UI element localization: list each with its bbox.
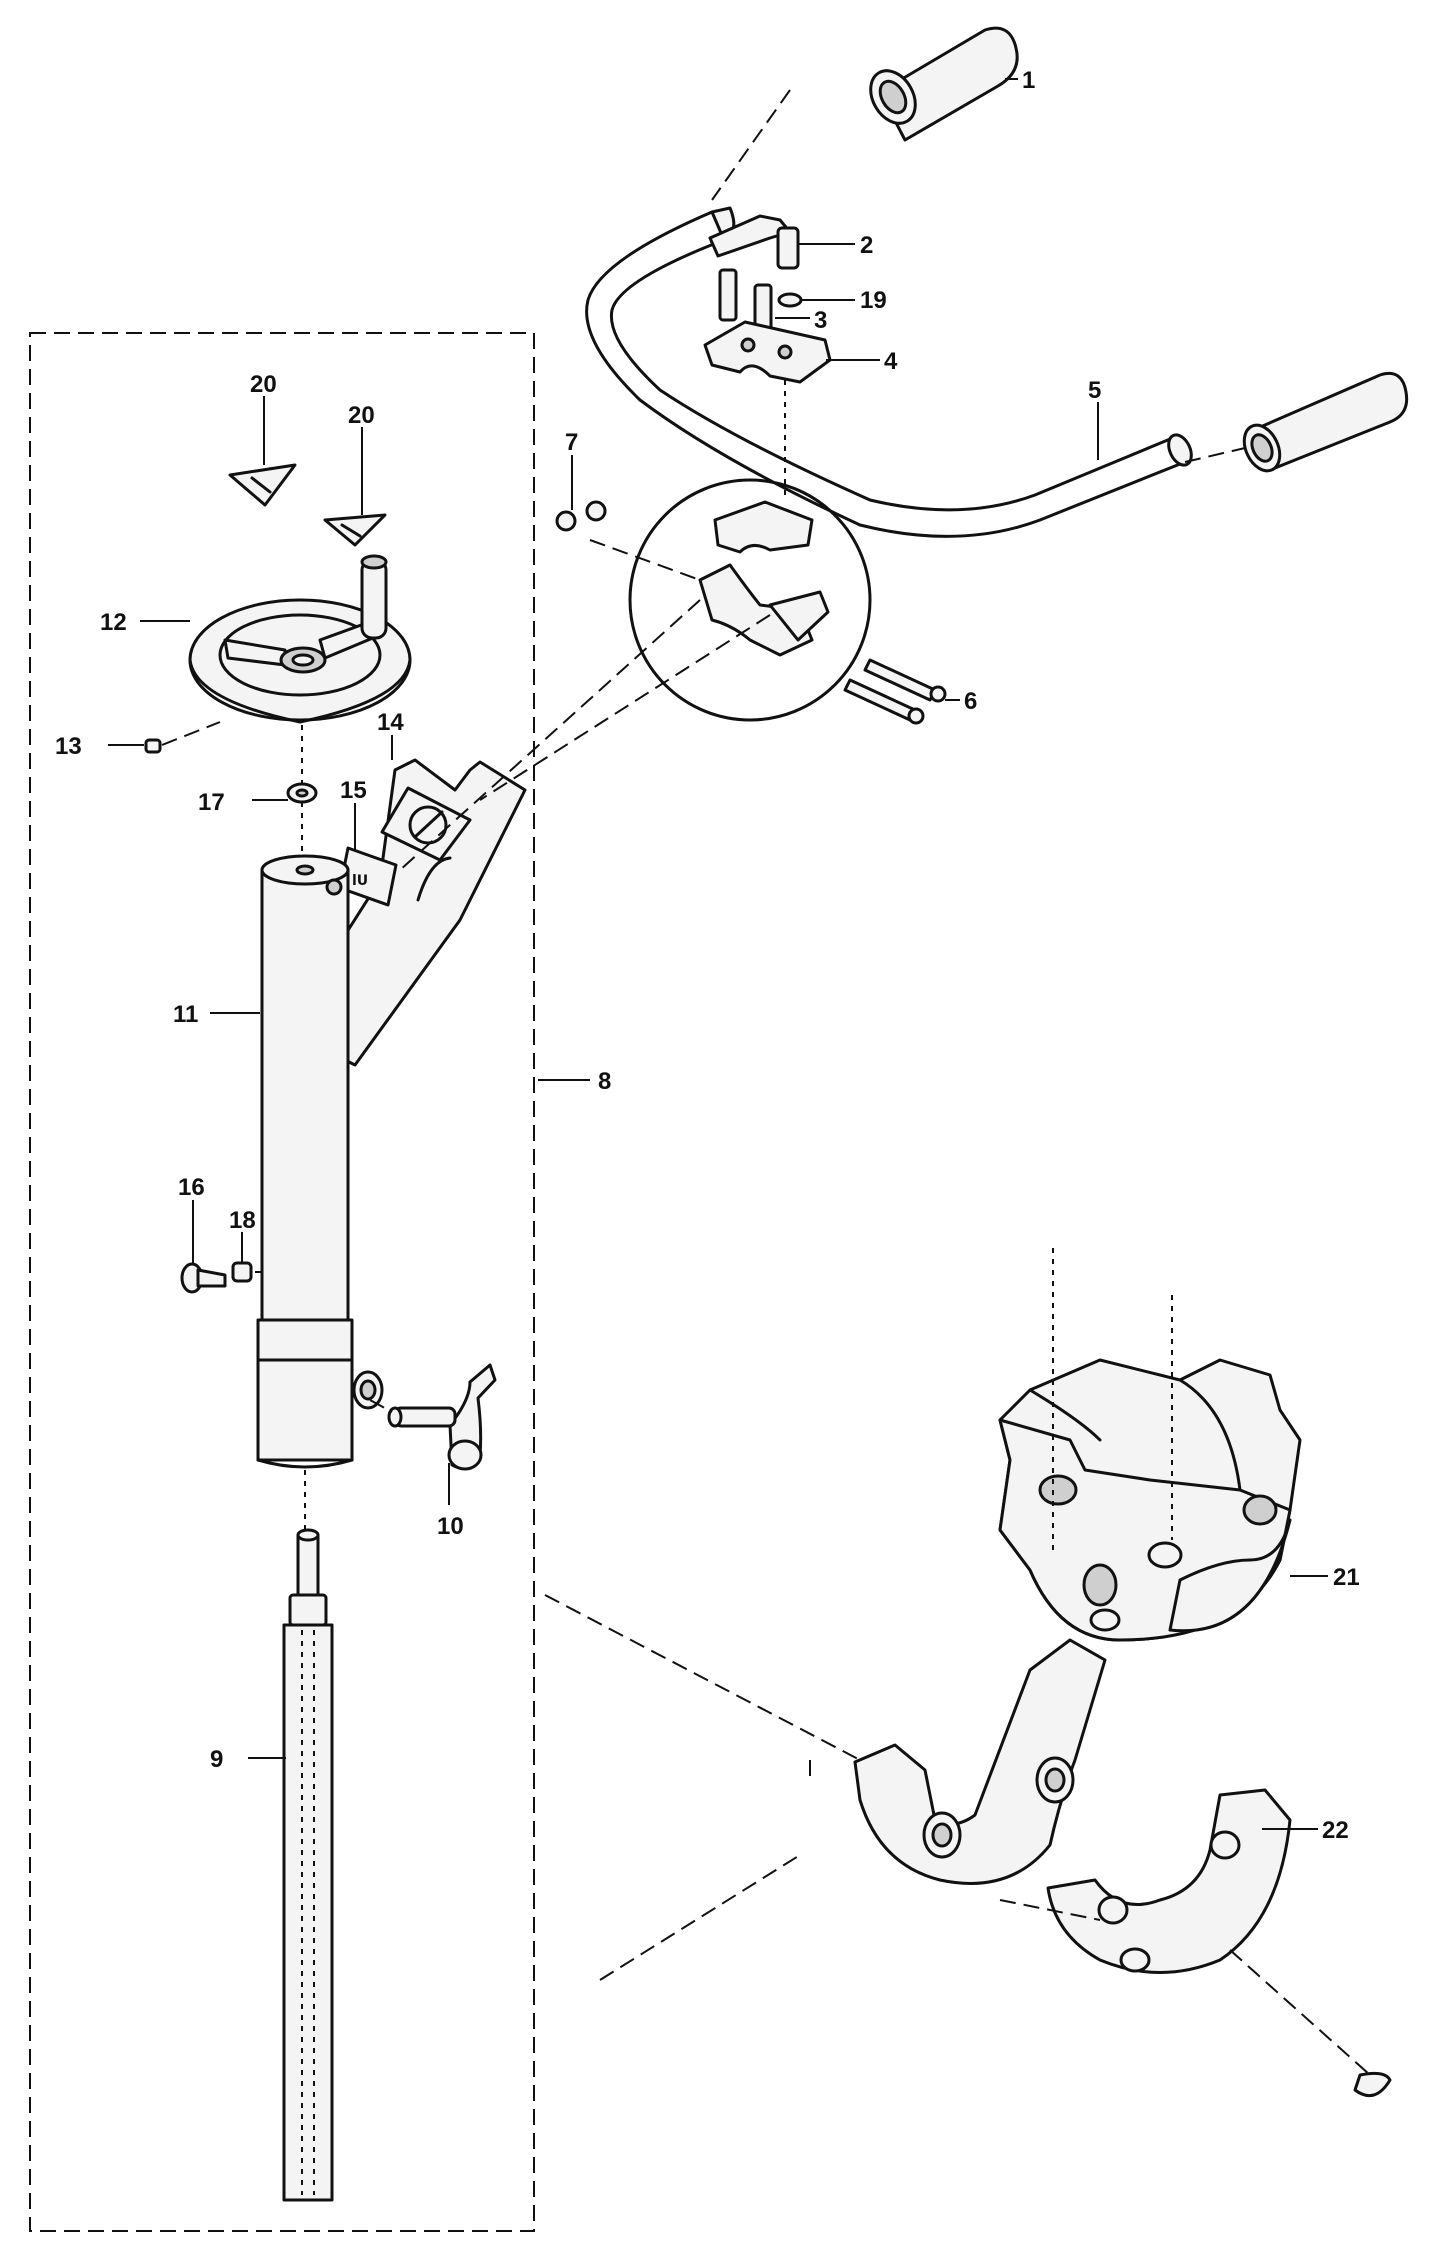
callout-12: 12	[100, 609, 127, 636]
part-20-sticker-a	[228, 463, 297, 507]
part-1-grip	[869, 26, 1019, 142]
callout-4: 4	[884, 348, 898, 375]
callout-15: 15	[340, 777, 367, 804]
part-17-washer	[286, 782, 318, 804]
callout-17: 17	[198, 789, 225, 816]
part-1-grip-right	[1242, 371, 1409, 473]
callout-2: 2	[860, 232, 873, 259]
part-21-clamp-detail	[998, 1358, 1302, 1642]
detail-circle	[628, 478, 872, 722]
part-16-pin	[180, 1262, 227, 1294]
part-2-lever	[708, 214, 800, 270]
part-9-shaft	[282, 1528, 334, 2202]
part-10-clamp-lever	[387, 1363, 497, 1471]
callout-19: 19	[860, 287, 887, 314]
callout-14: 14	[377, 709, 404, 736]
callout-20a: 20	[250, 371, 277, 398]
part-18-nut	[231, 1261, 253, 1283]
callout-1: 1	[1022, 67, 1035, 94]
callout-21: 21	[1333, 1564, 1360, 1591]
part-14-bracket	[343, 758, 527, 1067]
callout-3: 3	[814, 307, 827, 334]
callout-13: 13	[55, 733, 82, 760]
callout-6: 6	[964, 688, 977, 715]
svg-text:lU: lU	[352, 873, 368, 889]
callout-22: 22	[1322, 1817, 1349, 1844]
callout-20b: 20	[348, 402, 375, 429]
callout-18: 18	[229, 1207, 256, 1234]
callout-7: 7	[565, 429, 578, 456]
callout-5: 5	[1088, 377, 1101, 404]
part-7-nuts	[555, 500, 607, 532]
part-11-column	[256, 854, 384, 1469]
part-3-screws	[718, 268, 773, 332]
callout-11: 11	[173, 1001, 198, 1028]
callout-9: 9	[210, 1746, 223, 1773]
part-12-handwheel	[188, 554, 412, 724]
part-6-bolts	[843, 658, 947, 725]
part-20-sticker-b	[323, 513, 387, 547]
callout-16: 16	[178, 1174, 205, 1201]
callout-10: 10	[437, 1513, 464, 1540]
assembly-8-boundary	[29, 332, 535, 2232]
part-22-clamp-detail	[853, 1638, 1392, 2098]
part-4-clamp	[703, 320, 832, 384]
callout-8: 8	[598, 1068, 611, 1095]
part-19-washer	[777, 292, 803, 308]
part-13-set-screw	[144, 738, 162, 754]
